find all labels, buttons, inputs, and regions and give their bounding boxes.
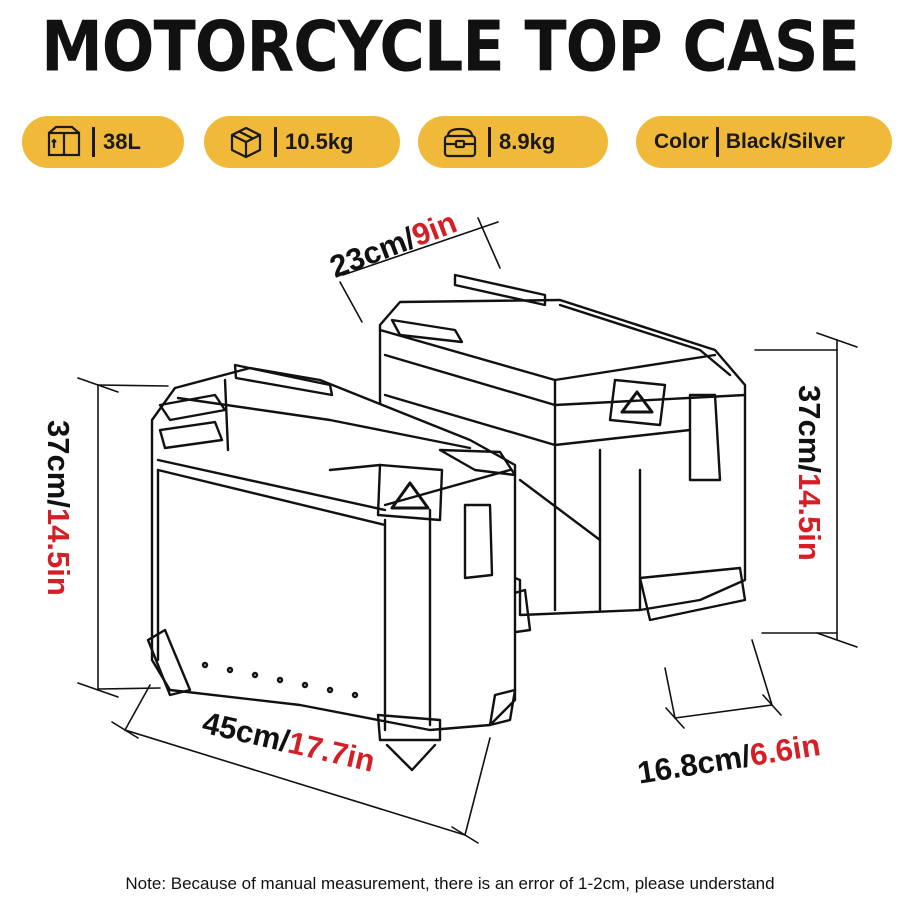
left-case-outline	[146, 363, 517, 772]
weight-value-a: 10.5kg	[285, 129, 354, 154]
spec-color-badge: Color Black/Silver	[636, 116, 892, 168]
color-value: Black/Silver	[725, 130, 845, 153]
spec-net-weight-badge: 8.9kg	[418, 116, 608, 168]
page-title: MOTORCYCLE TOP CASE	[41, 5, 860, 88]
pill-divider	[274, 127, 277, 157]
spec-capacity-badge: 38L	[22, 116, 184, 168]
color-label: Color	[654, 130, 709, 153]
height-left-dimension-label: 37cm/14.5in	[40, 420, 76, 596]
package-icon	[228, 124, 264, 160]
dimension-lines	[77, 217, 858, 844]
height-right-dimension-label: 37cm/14.5in	[791, 385, 827, 561]
height-left-in: 14.5in	[41, 507, 76, 596]
height-right-in: 14.5in	[792, 472, 827, 561]
height-right-cm: 37cm/	[792, 385, 827, 473]
toolbox-icon	[442, 124, 478, 160]
measurement-note: Note: Because of manual measurement, the…	[125, 874, 775, 893]
weight-value-b: 8.9kg	[499, 129, 556, 154]
capacity-value: 38L	[103, 129, 141, 154]
pill-divider	[488, 127, 491, 157]
box-capacity-icon	[46, 124, 82, 160]
height-left-cm: 37cm/	[41, 420, 76, 508]
spec-weight-badge: 10.5kg	[204, 116, 400, 168]
pill-divider	[92, 127, 95, 157]
pill-divider	[715, 127, 719, 157]
